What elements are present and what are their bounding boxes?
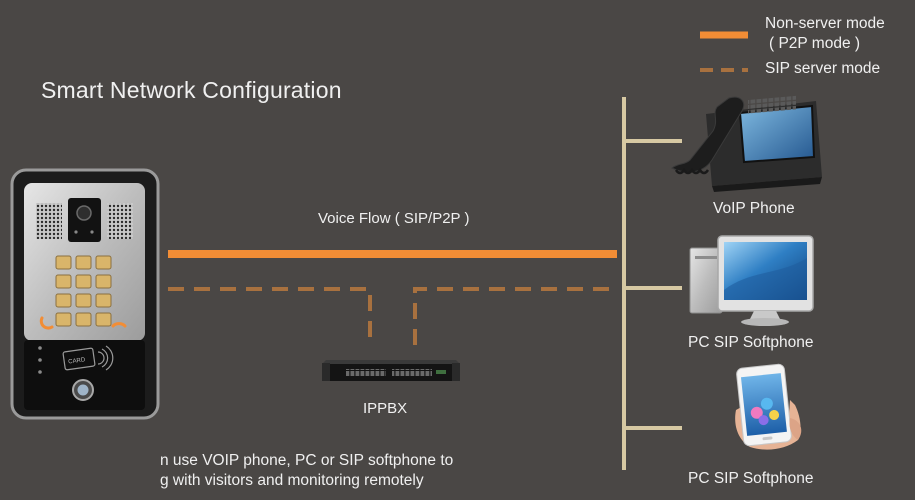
pc-tower-drive: [695, 256, 717, 259]
camera-lens: [76, 205, 92, 221]
desktop-pc-icon: [689, 235, 814, 326]
phone-home-key: [762, 436, 773, 441]
monitor-base: [741, 318, 789, 326]
speaker-grille-left: [36, 203, 62, 239]
speaker-grille-right: [107, 203, 133, 239]
legend-p2p-label: ( P2P mode ): [769, 35, 861, 52]
keypad-key: [95, 293, 112, 308]
ippbx-top: [322, 360, 460, 364]
card-reader-label: CARD: [68, 357, 86, 365]
ippbx-ear-right: [452, 363, 460, 381]
caption-line: n use VOIP phone, PC or SIP softphone to: [160, 452, 454, 469]
keypad-key: [95, 255, 112, 270]
call-button-light: [77, 384, 89, 396]
keypad-key: [95, 312, 112, 327]
ippbx-label: IPPBX: [363, 400, 408, 417]
ippbx-body: [322, 364, 460, 381]
endpoint-label-voip-phone: VoIP Phone: [713, 200, 795, 217]
keypad-key: [55, 274, 72, 289]
status-indicator-icon: [38, 346, 42, 350]
status-indicator-icon: [38, 358, 42, 362]
hangup-icon: [111, 322, 127, 328]
phone-screen: [738, 104, 816, 164]
keypad-key: [75, 293, 92, 308]
ippbx-ear-left: [322, 363, 330, 381]
ippbx-ports: [392, 369, 432, 376]
screen-balloon: [769, 409, 780, 420]
phone-keypad: [748, 95, 796, 114]
ippbx-switch-icon: [322, 360, 460, 381]
screen-swoosh: [724, 258, 807, 300]
keypad-key: [75, 255, 92, 270]
legend-non-server-label: Non-server mode: [765, 15, 885, 32]
diagram-title: Smart Network Configuration: [41, 77, 342, 103]
camera-led: [90, 230, 94, 234]
screen-balloon: [760, 397, 773, 410]
intercom-lower-panel: [24, 340, 145, 410]
legend-sip-server-label: SIP server mode: [765, 60, 881, 77]
keypad-key: [75, 312, 92, 327]
voip-desk-phone-icon: [671, 95, 822, 192]
keypad-key: [95, 274, 112, 289]
endpoint-label-pc-softphone: PC SIP Softphone: [688, 334, 814, 351]
voice-flow-label: Voice Flow ( SIP/P2P ): [318, 210, 470, 227]
keypad-key: [75, 274, 92, 289]
keypad-key: [55, 293, 72, 308]
screen-balloon: [758, 415, 769, 426]
phone-body-front: [712, 177, 822, 192]
sip-line-from-ippbx: [413, 287, 617, 345]
keypad-key: [55, 312, 72, 327]
phone-handset: [671, 96, 745, 173]
screen-balloon: [750, 406, 763, 419]
camera-led: [74, 230, 78, 234]
door-intercom-icon: CARD: [10, 168, 160, 420]
card-reader-icon: CARD: [62, 345, 114, 371]
sip-line-to-ippbx: [168, 287, 372, 345]
phone-cord: [674, 167, 710, 175]
keypad: [55, 255, 112, 327]
keypad-key: [55, 255, 72, 270]
endpoint-label-mobile-softphone: PC SIP Softphone: [688, 470, 814, 487]
ippbx-status-leds: [436, 370, 446, 374]
thumb: [789, 418, 802, 440]
smartphone-in-hand-icon: [735, 363, 802, 450]
status-indicator-icon: [38, 370, 42, 374]
caption-line: g with visitors and monitoring remotely: [160, 472, 424, 489]
ippbx-ports: [346, 369, 386, 376]
call-icon: [39, 316, 54, 330]
